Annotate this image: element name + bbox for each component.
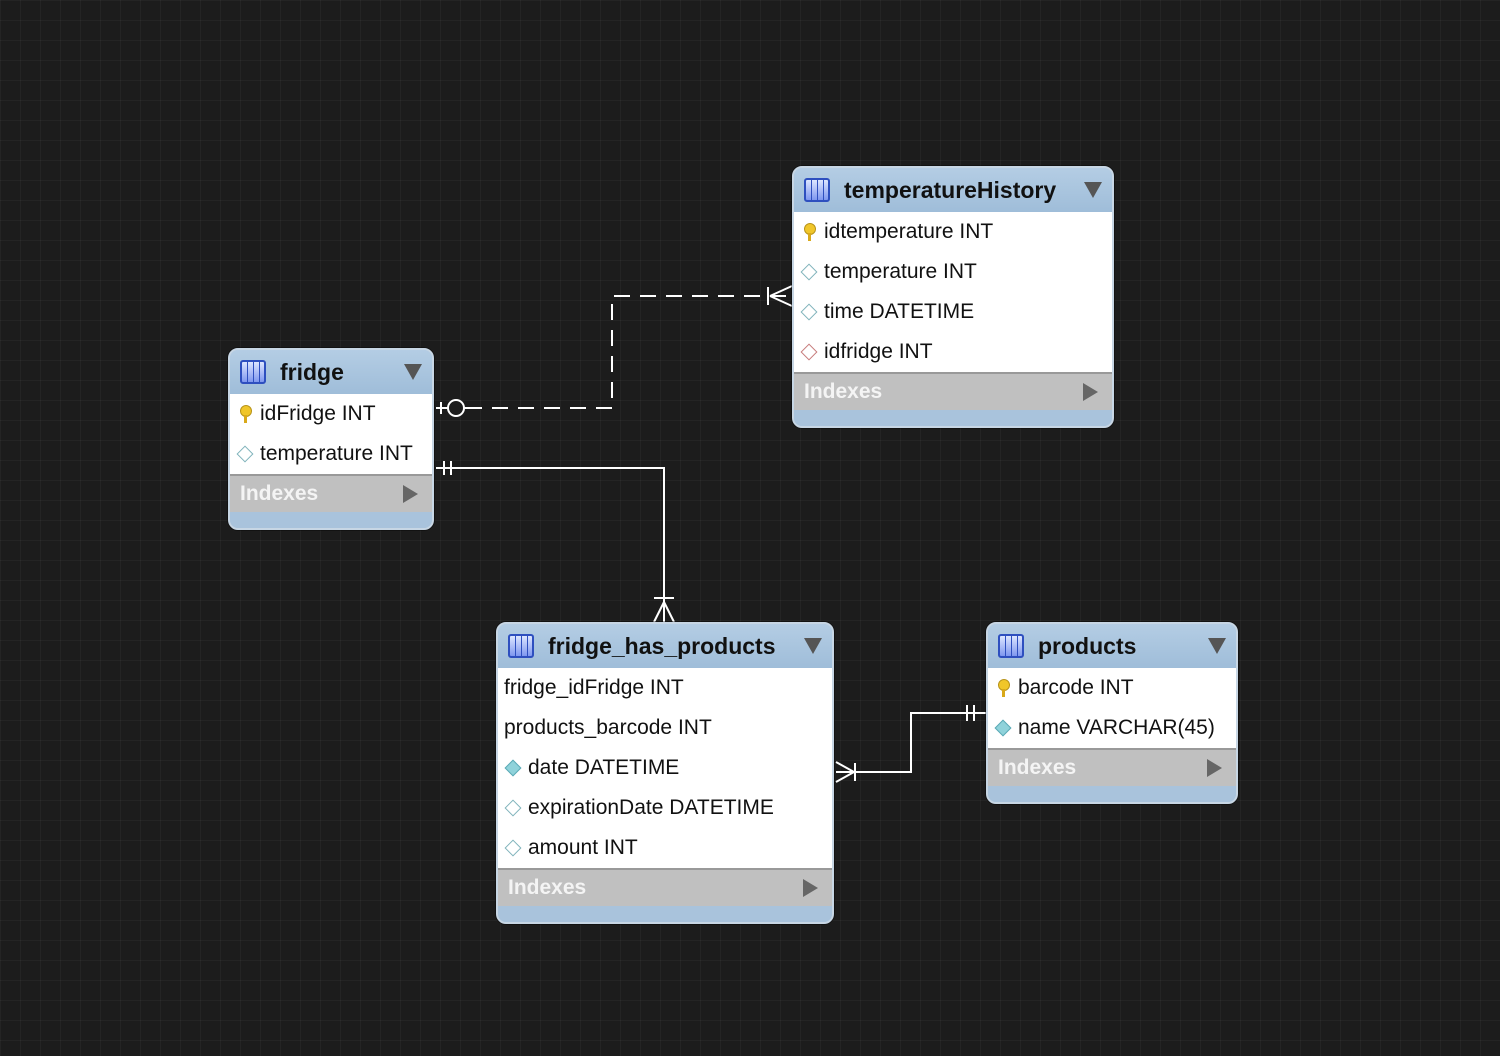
not-null-diamond-icon <box>504 759 522 777</box>
crowfoot-prong <box>769 295 793 307</box>
crowfoot-prong <box>769 285 793 297</box>
column-list: fridge_idFridge INT products_barcode INT… <box>498 668 832 868</box>
relationship-line <box>836 712 986 773</box>
entity-products[interactable]: products barcode INT name VARCHAR(45) In… <box>986 622 1238 804</box>
not-null-diamond-icon <box>994 719 1012 737</box>
entity-title: fridge_has_products <box>548 632 776 659</box>
column-row[interactable]: fridge_idFridge INT <box>498 668 832 708</box>
foreign-key-diamond-icon <box>800 343 818 361</box>
column-list: barcode INT name VARCHAR(45) <box>988 668 1236 748</box>
column-diamond-icon <box>800 263 818 281</box>
table-icon <box>240 360 266 384</box>
column-list: idFridge INT temperature INT <box>230 394 432 474</box>
entity-header[interactable]: products <box>988 624 1236 668</box>
entity-header[interactable]: fridge_has_products <box>498 624 832 668</box>
entity-title: products <box>1038 632 1137 659</box>
entity-fridge[interactable]: fridge idFridge INT temperature INT Inde… <box>228 348 434 530</box>
entity-footer <box>794 410 1112 426</box>
column-label: temperature INT <box>824 260 977 283</box>
relationship-fridge-fridge_has_products[interactable] <box>436 461 675 623</box>
collapse-triangle-icon[interactable] <box>1084 182 1102 198</box>
column-label: barcode INT <box>1018 676 1134 699</box>
column-row[interactable]: idFridge INT <box>230 394 432 434</box>
table-icon <box>508 634 534 658</box>
collapse-triangle-icon[interactable] <box>404 364 422 380</box>
primary-key-icon <box>994 679 1012 697</box>
column-diamond-icon <box>236 445 254 463</box>
cardinality-zero-circle <box>447 399 465 417</box>
indexes-label: Indexes <box>804 380 883 403</box>
crowfoot-prong <box>663 601 675 623</box>
column-row[interactable]: temperature INT <box>230 434 432 474</box>
indexes-section[interactable]: Indexes <box>498 868 832 906</box>
primary-key-icon <box>800 223 818 241</box>
entity-temperatureHistory[interactable]: temperatureHistory idtemperature INT tem… <box>792 166 1114 428</box>
indexes-label: Indexes <box>508 876 587 899</box>
relationship-line <box>466 295 790 409</box>
entity-fridge_has_products[interactable]: fridge_has_products fridge_idFridge INT … <box>496 622 834 924</box>
column-row[interactable]: barcode INT <box>988 668 1236 708</box>
column-row[interactable]: idtemperature INT <box>794 212 1112 252</box>
crowfoot-prong <box>653 601 665 623</box>
column-label: products_barcode INT <box>504 716 712 739</box>
column-row[interactable]: products_barcode INT <box>498 708 832 748</box>
indexes-label: Indexes <box>998 756 1077 779</box>
entity-footer <box>498 906 832 922</box>
indexes-section[interactable]: Indexes <box>794 372 1112 410</box>
indexes-section[interactable]: Indexes <box>988 748 1236 786</box>
column-label: fridge_idFridge INT <box>504 676 684 699</box>
crowfoot-prong <box>835 771 855 783</box>
entity-title: fridge <box>280 358 344 385</box>
entity-header[interactable]: temperatureHistory <box>794 168 1112 212</box>
crowfoot-prong <box>835 761 855 773</box>
entity-footer <box>988 786 1236 802</box>
column-row[interactable]: time DATETIME <box>794 292 1112 332</box>
column-row[interactable]: expirationDate DATETIME <box>498 788 832 828</box>
entity-title: temperatureHistory <box>844 176 1057 203</box>
column-diamond-icon <box>504 799 522 817</box>
column-label: date DATETIME <box>528 756 680 779</box>
column-row[interactable]: idfridge INT <box>794 332 1112 372</box>
collapse-triangle-icon[interactable] <box>804 638 822 654</box>
table-icon <box>804 178 830 202</box>
relationship-line <box>436 467 665 622</box>
column-label: idfridge INT <box>824 340 933 363</box>
entity-footer <box>230 512 432 528</box>
column-diamond-icon <box>504 839 522 857</box>
column-list: idtemperature INT temperature INT time D… <box>794 212 1112 372</box>
column-row[interactable]: name VARCHAR(45) <box>988 708 1236 748</box>
indexes-label: Indexes <box>240 482 319 505</box>
expand-triangle-icon[interactable] <box>403 485 418 503</box>
expand-triangle-icon[interactable] <box>803 879 818 897</box>
column-label: idFridge INT <box>260 402 376 425</box>
collapse-triangle-icon[interactable] <box>1208 638 1226 654</box>
expand-triangle-icon[interactable] <box>1207 759 1222 777</box>
column-label: time DATETIME <box>824 300 975 323</box>
primary-key-icon <box>236 405 254 423</box>
column-row[interactable]: amount INT <box>498 828 832 868</box>
expand-triangle-icon[interactable] <box>1083 383 1098 401</box>
entity-header[interactable]: fridge <box>230 350 432 394</box>
table-icon <box>998 634 1024 658</box>
column-diamond-icon <box>800 303 818 321</box>
indexes-section[interactable]: Indexes <box>230 474 432 512</box>
relationship-fridge-temperatureHistory[interactable] <box>436 285 793 417</box>
column-label: temperature INT <box>260 442 413 465</box>
column-label: amount INT <box>528 836 638 859</box>
column-row[interactable]: temperature INT <box>794 252 1112 292</box>
column-label: expirationDate DATETIME <box>528 796 774 819</box>
column-label: idtemperature INT <box>824 220 994 243</box>
column-label: name VARCHAR(45) <box>1018 716 1215 739</box>
relationship-products-fridge_has_products[interactable] <box>835 705 986 783</box>
column-row[interactable]: date DATETIME <box>498 748 832 788</box>
